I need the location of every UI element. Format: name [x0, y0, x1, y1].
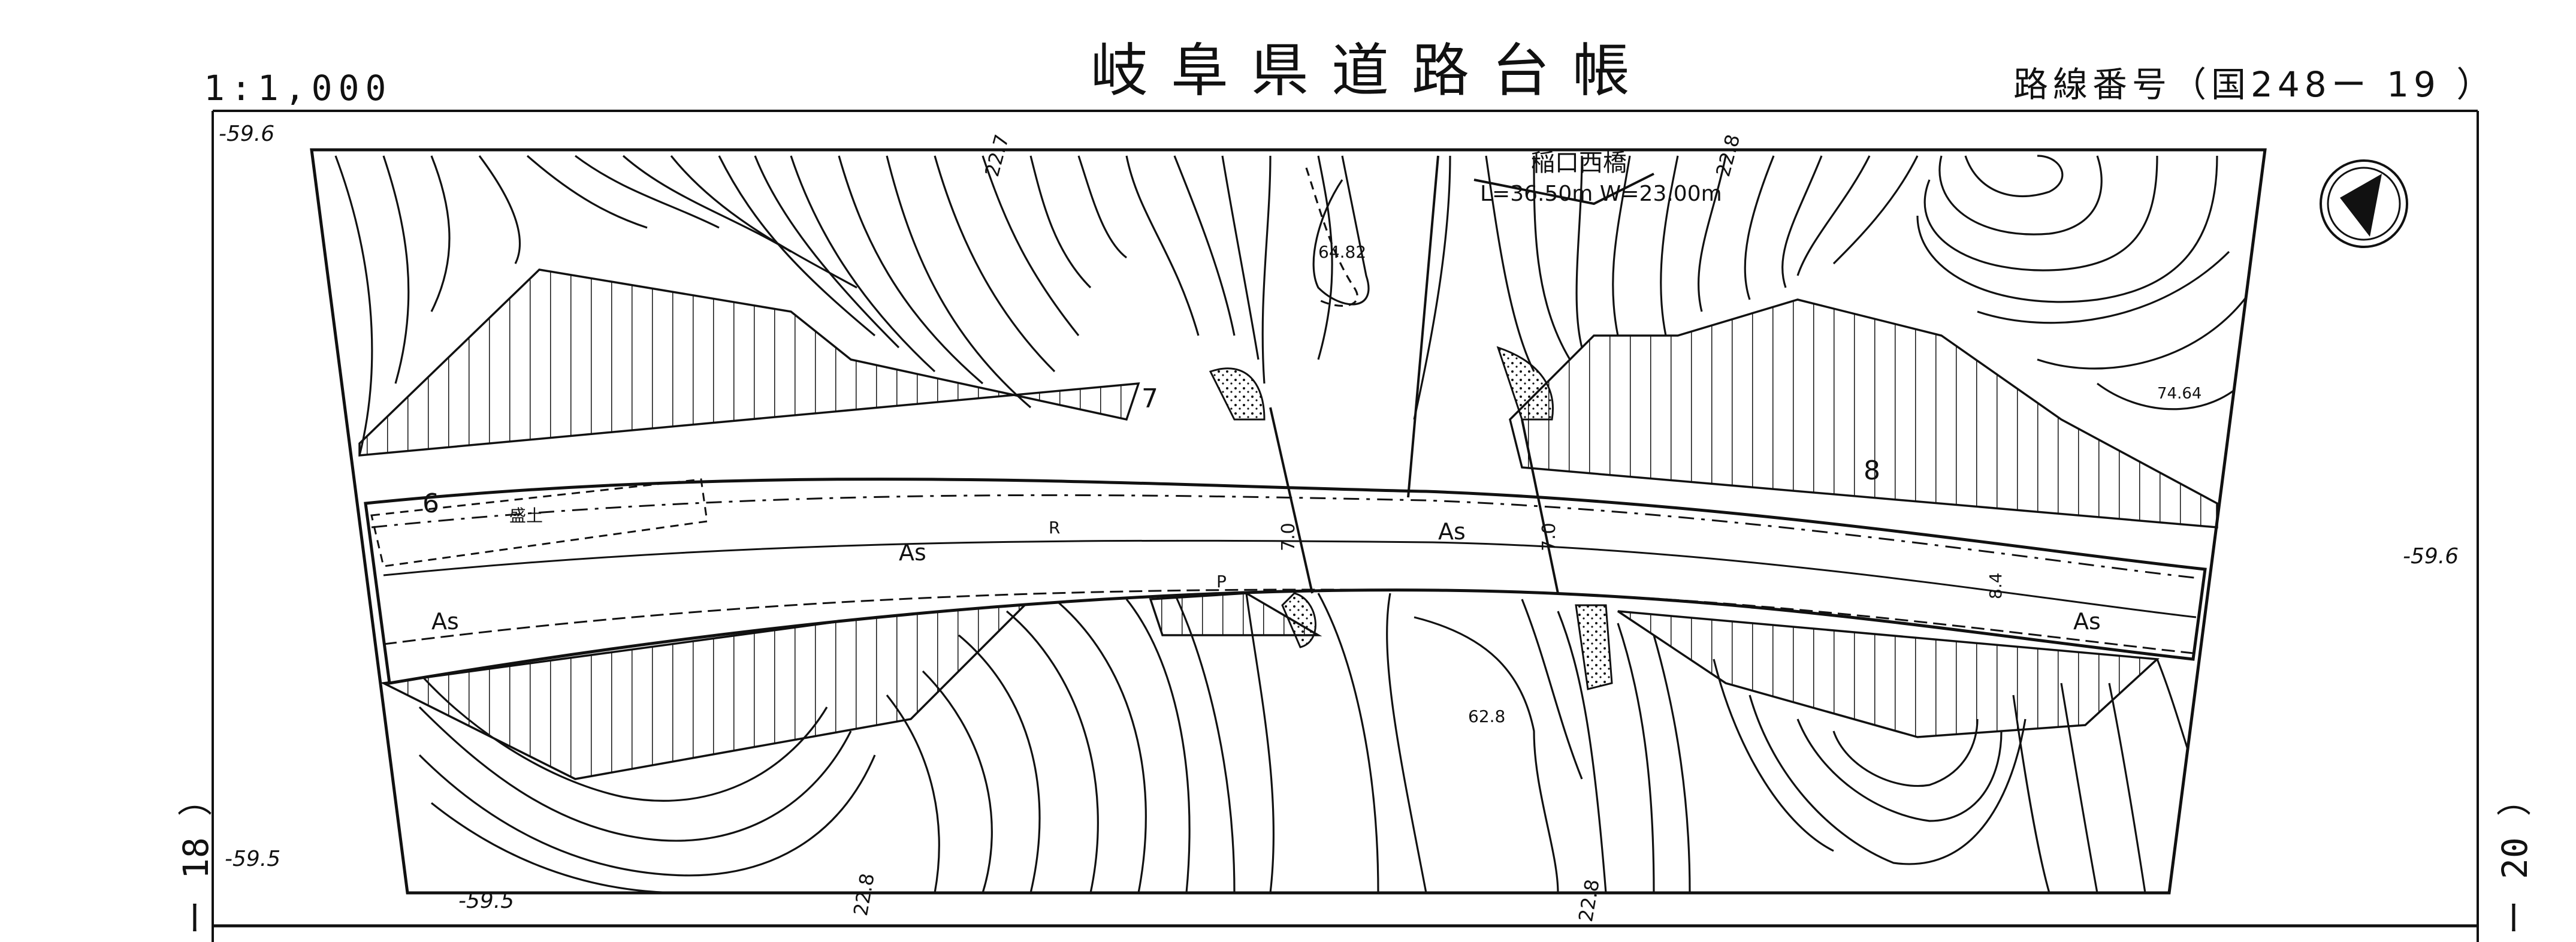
road-width-84: 8.4: [1986, 572, 2006, 599]
marker-r: R: [1049, 518, 1060, 538]
road-lanes: [370, 478, 2200, 654]
asphalt-label-2: As: [431, 608, 459, 635]
spot-elevation-62: 62.8: [1468, 707, 1505, 726]
bridge-lines: [1269, 155, 1654, 594]
map-scale: 1:1,000: [204, 68, 392, 108]
page-title: 岐阜県道路台帳: [1091, 37, 1653, 104]
station-8: 8: [1864, 455, 1880, 486]
road-body: [364, 478, 2207, 685]
slope-areas: [1209, 346, 1613, 690]
station-7: 7: [1141, 384, 1158, 414]
embankment-label: 盛土: [509, 506, 543, 526]
marker-p: P: [1216, 572, 1227, 591]
asphalt-label-1: As: [899, 539, 926, 566]
elevation-right: -59.6: [2403, 544, 2459, 569]
elevation-left-top: -59.6: [219, 122, 274, 146]
bridge-name: 稲口西橋: [1531, 149, 1627, 177]
route-number: 路線番号（国248ー 19 ）: [2013, 64, 2496, 105]
asphalt-label-4: As: [2073, 608, 2101, 635]
retaining-walls: [358, 268, 2218, 780]
elevation-left-bottom-2: -59.5: [458, 889, 514, 913]
station-6: 6: [422, 488, 439, 519]
map-boundary: [310, 148, 2267, 895]
contour-label-22-8-bottom: 22.8: [1574, 877, 1604, 923]
road-width-left: 7.0: [1278, 523, 1299, 551]
asphalt-label-3: As: [1438, 518, 1466, 545]
sheet-frame: [212, 110, 2479, 942]
elevation-left-bottom: -59.5: [225, 847, 280, 871]
north-arrow-icon: [2320, 159, 2408, 248]
contour-label-22-8-bottom-left: 22.8: [849, 871, 879, 917]
spot-elevation-64: 64.82: [1318, 242, 1366, 262]
spot-elevation-74: 74.64: [2157, 385, 2201, 403]
bridge-dimensions: L=36.50m W=23.00m: [1480, 182, 1722, 206]
contour-lines: [334, 155, 2254, 893]
contour-label-22-7: 22.7: [980, 132, 1013, 179]
contour-label-22-8-top: 22.8: [1711, 132, 1744, 179]
road-width-right: 7.0: [1539, 523, 1560, 551]
